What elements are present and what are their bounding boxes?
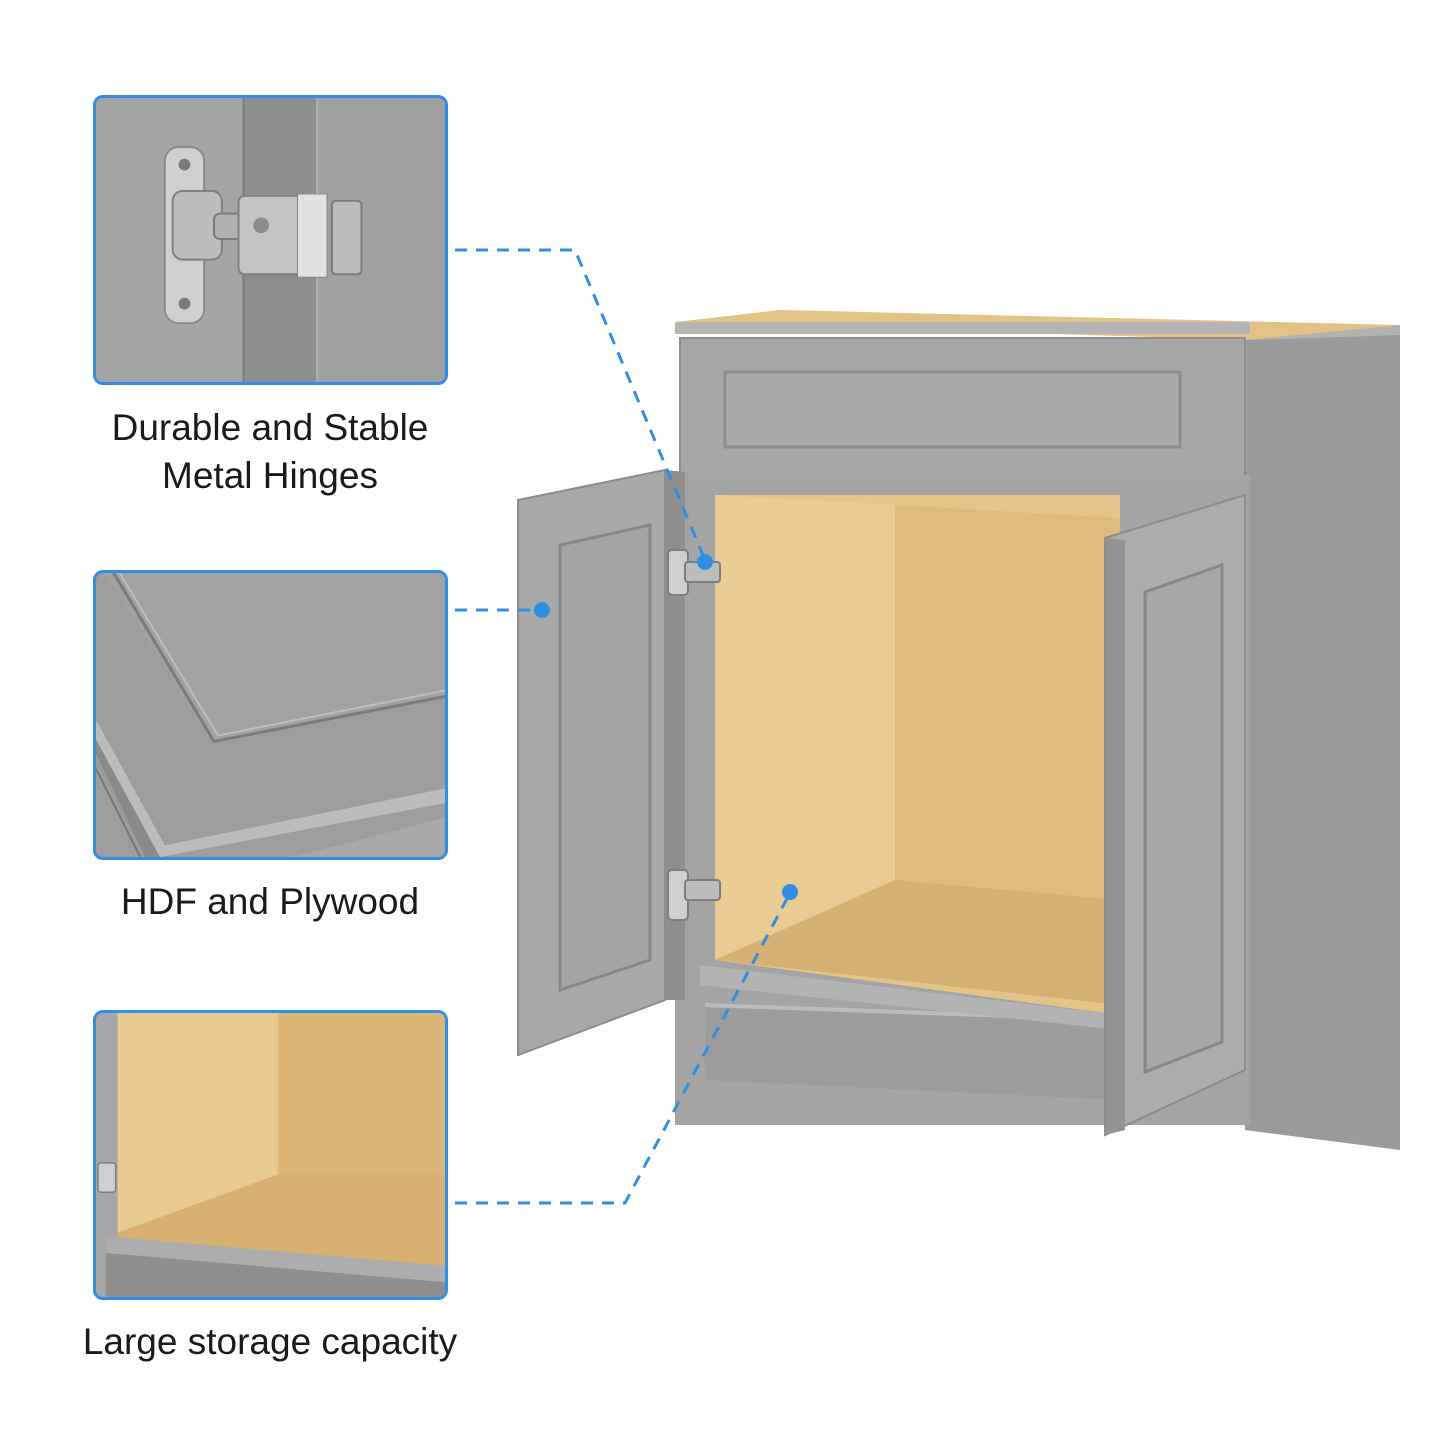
cabinet-illustration (517, 310, 1400, 1150)
hdf-feature-caption: HDF and Plywood (40, 878, 500, 926)
left-door-panel (558, 523, 652, 993)
cabinet-side-panel (1245, 325, 1400, 1150)
hinge-caption-line-1: Durable and Stable (111, 407, 429, 448)
hinge-feature-caption: Durable and Stable Metal Hinges (40, 404, 500, 500)
hinge-closeup-image (96, 98, 445, 382)
storage-caption-line-1: Large storage capacity (82, 1321, 458, 1362)
toe-kick (705, 1005, 1120, 1100)
hinge-icon (97, 1162, 117, 1193)
hdf-closeup-panel (93, 570, 448, 860)
right-door-panel (1143, 562, 1224, 1075)
storage-closeup-image (96, 1013, 445, 1297)
cabinet-floor (715, 880, 1120, 1005)
hdf-closeup-image (96, 573, 445, 857)
hinge-closeup-panel (93, 95, 448, 385)
hinge-icon (163, 145, 363, 325)
drawer-panel-inset (723, 370, 1182, 449)
hinge-caption-line-2: Metal Hinges (162, 455, 378, 496)
storage-closeup-panel (93, 1010, 448, 1300)
hdf-caption-line-1: HDF and Plywood (120, 881, 420, 922)
storage-feature-caption: Large storage capacity (40, 1318, 500, 1366)
